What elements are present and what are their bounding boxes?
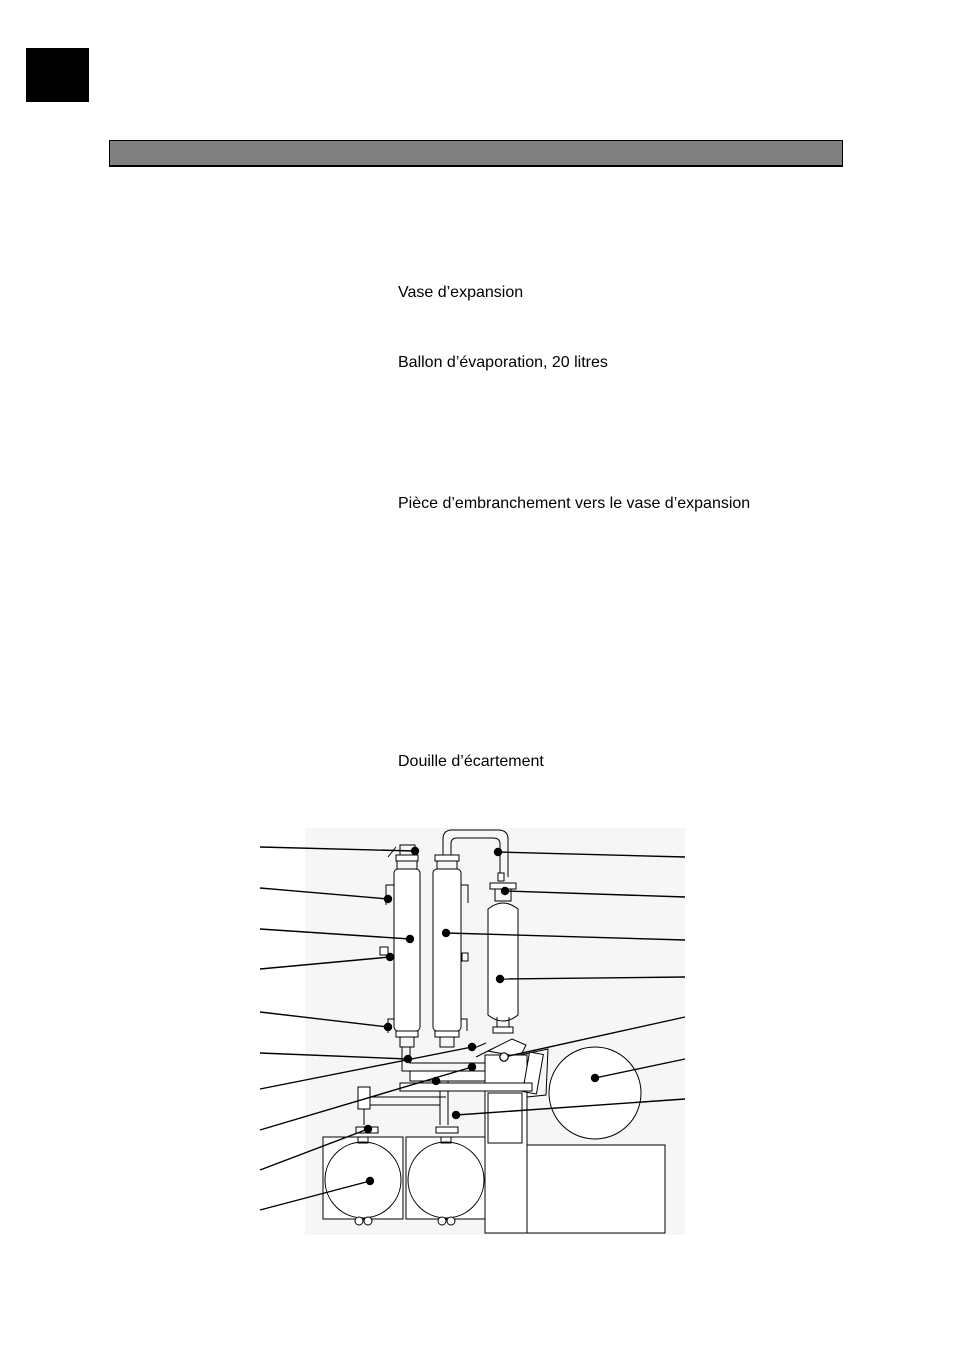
receiving-flask-right bbox=[405, 1136, 487, 1226]
middle-condenser bbox=[432, 854, 469, 1048]
base-plate bbox=[399, 1082, 533, 1092]
section-header-bar bbox=[109, 140, 843, 167]
expansion-vessel bbox=[487, 882, 519, 1034]
part-label-spacer-sleeve: Douille d’écartement bbox=[398, 753, 544, 770]
top-bridge-tube bbox=[442, 829, 509, 882]
rotary-evaporator-diagram bbox=[250, 825, 690, 1240]
receiving-flask-left bbox=[322, 1136, 404, 1226]
heating-bath bbox=[526, 1144, 666, 1234]
part-label-expansion-vessel: Vase d’expansion bbox=[398, 284, 524, 301]
evaporation-flask bbox=[548, 1046, 642, 1140]
callout-open-dot bbox=[499, 1052, 509, 1062]
callout-dots bbox=[363, 846, 600, 1186]
rotary-evaporator-icon bbox=[259, 828, 686, 1235]
left-condenser bbox=[379, 844, 421, 1048]
part-label-evaporation-flask: Ballon d’évaporation, 20 litres bbox=[398, 354, 608, 371]
part-label-branch-piece: Pièce d’embranchement vers le vase d’exp… bbox=[398, 495, 751, 512]
corner-marker bbox=[26, 48, 89, 102]
